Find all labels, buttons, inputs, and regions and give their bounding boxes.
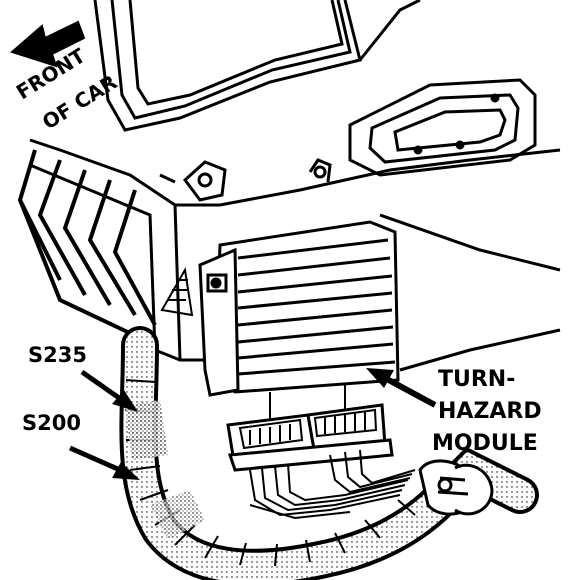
harness-clamp bbox=[418, 459, 494, 516]
turn-hazard-module bbox=[198, 220, 400, 420]
panel-warning-decal bbox=[160, 267, 194, 317]
front-of-car-arrow-icon bbox=[9, 20, 86, 68]
side-vent bbox=[348, 78, 537, 177]
label-module-line2: HAZARD bbox=[438, 399, 542, 424]
module-pointer-arrow-icon bbox=[366, 368, 437, 408]
s235-pointer-arrow-icon bbox=[80, 369, 138, 412]
label-module-line1: TURN- bbox=[438, 367, 515, 392]
label-module-line3: MODULE bbox=[432, 431, 538, 456]
left-vent-louvers bbox=[17, 149, 157, 347]
connector-wire-leads bbox=[249, 449, 416, 520]
label-s235: S235 bbox=[28, 343, 87, 367]
module-connectors bbox=[226, 403, 394, 472]
wiring-harness bbox=[119, 326, 539, 580]
s200-pointer-arrow-icon bbox=[68, 445, 140, 480]
dashboard-panel bbox=[29, 0, 561, 372]
mounting-brackets bbox=[159, 158, 332, 202]
label-s200: S200 bbox=[22, 411, 81, 435]
